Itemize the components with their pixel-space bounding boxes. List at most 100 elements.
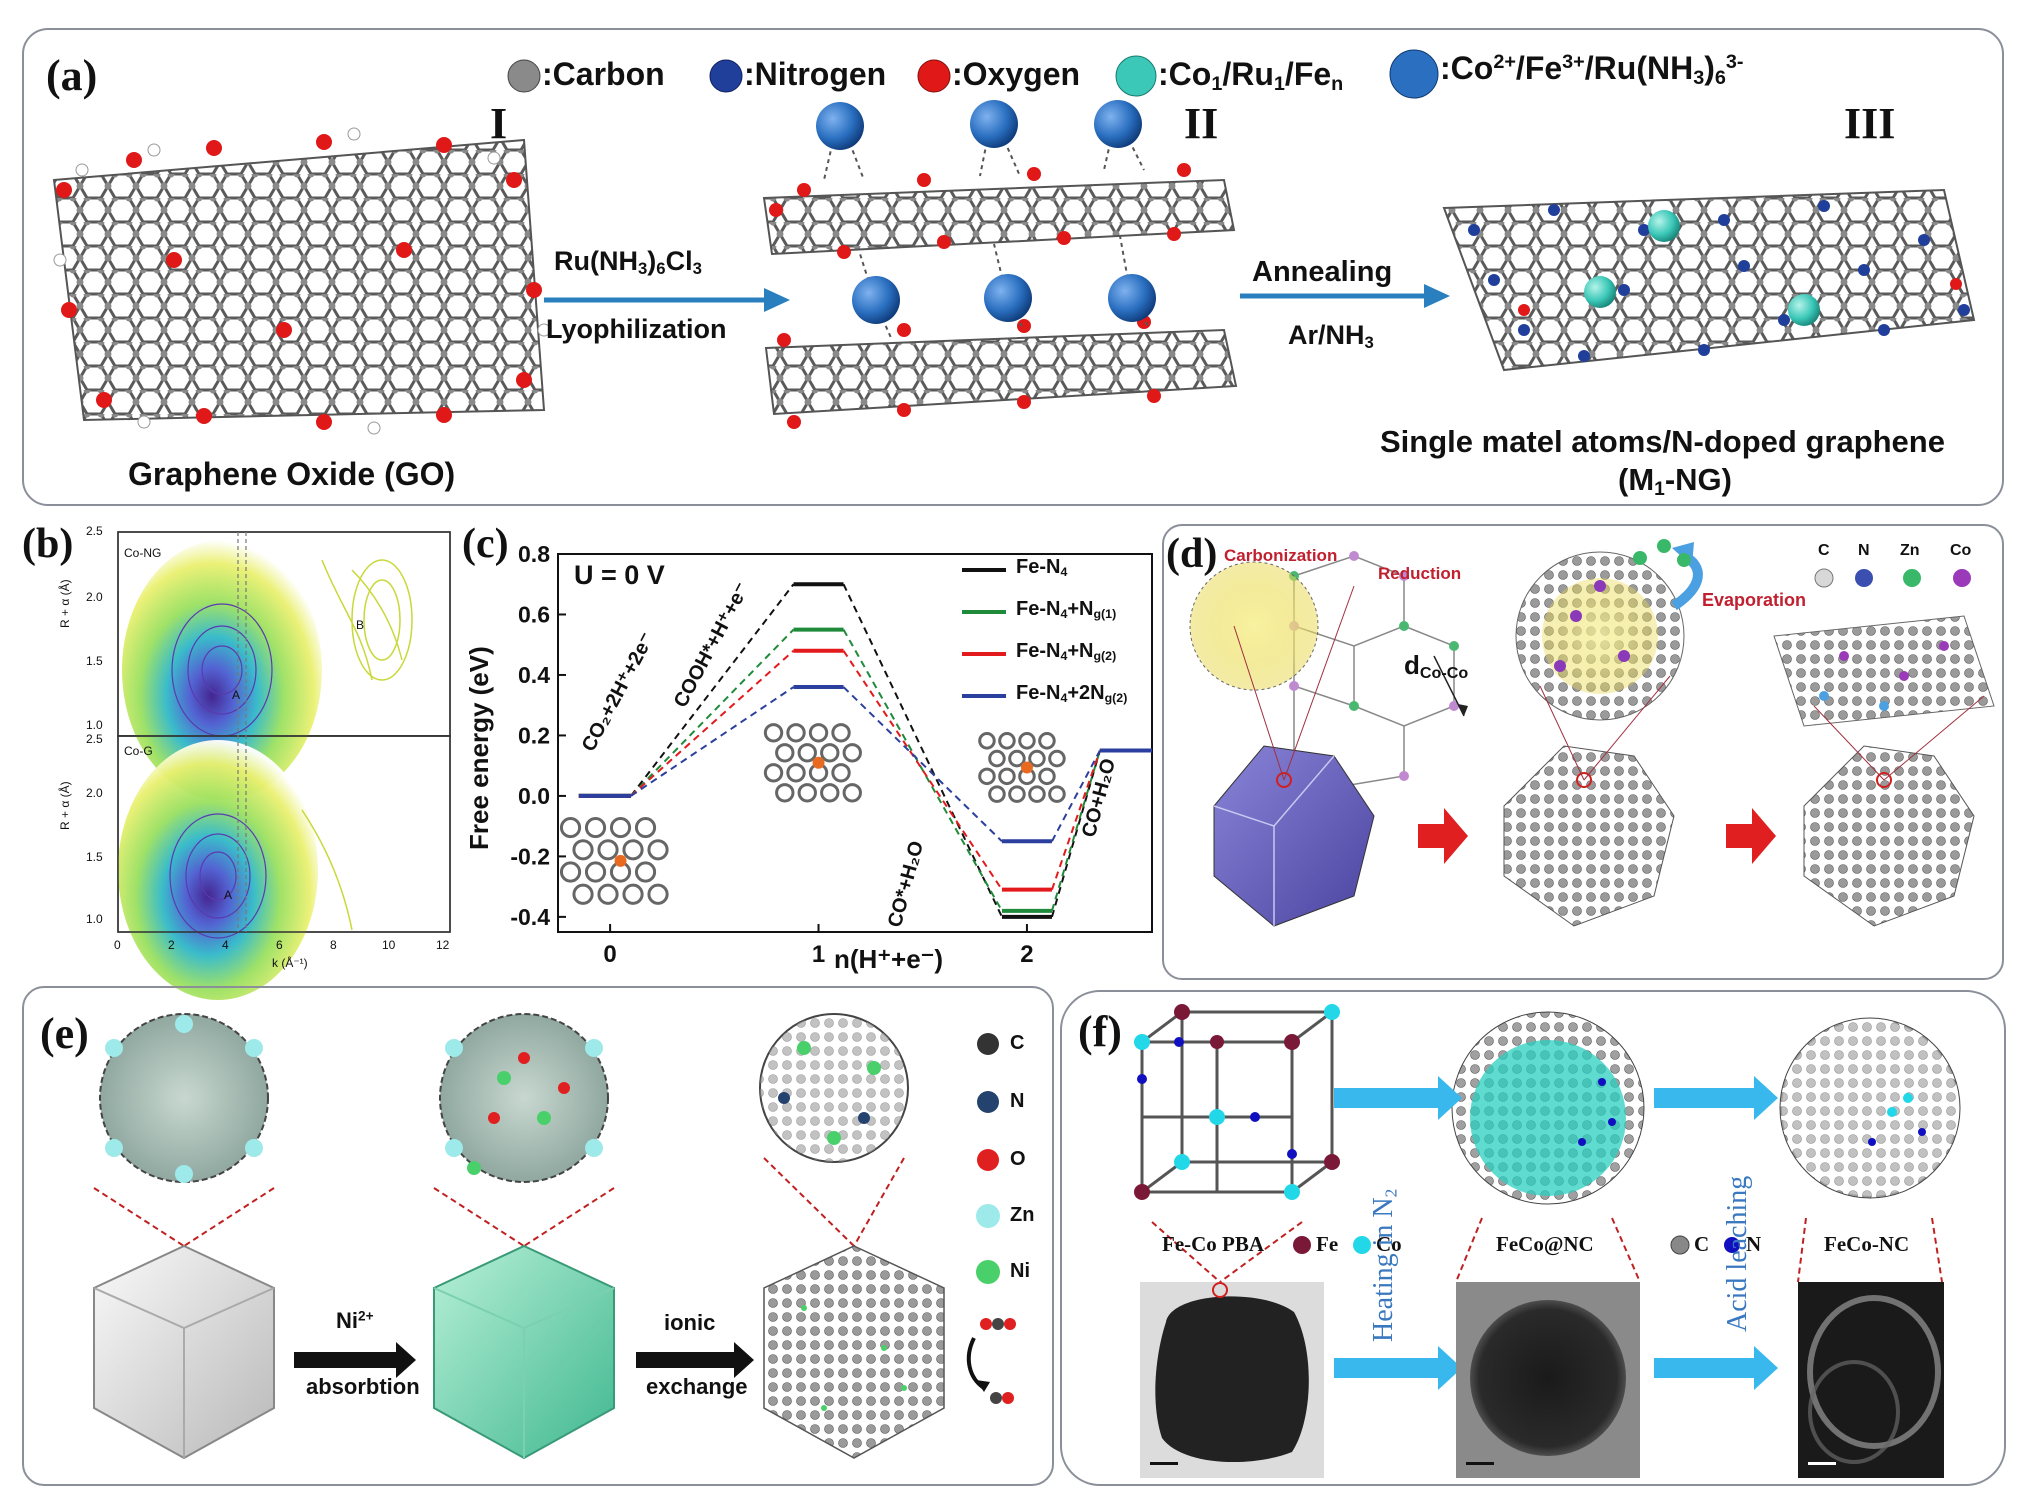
e-legend-n: N <box>1010 1090 1025 1112</box>
label-co-key: Co <box>1376 1232 1402 1256</box>
legend-line-0 <box>962 568 1006 572</box>
oxygen-swatch-icon <box>917 59 951 93</box>
connector-0-0 <box>630 583 795 797</box>
zif8-cage <box>99 1013 269 1183</box>
connector-3-1 <box>842 686 1003 842</box>
arrow-d-1-icon <box>1418 808 1468 864</box>
ytick-bottom-2: 1.5 <box>86 850 103 864</box>
contour-top <box>122 540 413 800</box>
arrow-f-1-icon <box>1334 1076 1462 1120</box>
connector-2-2 <box>1051 750 1101 890</box>
xtick-label-1: 1 <box>812 941 825 968</box>
label-fe-key: Fe <box>1316 1232 1339 1256</box>
ytick-top-0: 2.5 <box>86 524 103 538</box>
e-step2-bottom: exchange <box>646 1374 748 1399</box>
ytick-label-3: 0.2 <box>518 722 550 748</box>
prussian-blue-lattice <box>1134 1004 1340 1200</box>
ytick-top-1: 2.0 <box>86 590 103 604</box>
panel-e-illustration <box>93 1013 1016 1460</box>
d-legend-co: Co <box>1950 542 1972 559</box>
ytick-bottom-3: 1.0 <box>86 912 103 926</box>
ni-carbon-cage <box>759 1013 909 1163</box>
connector-0-1 <box>842 583 1003 918</box>
chart-ylabel: Free energy (eV) <box>464 646 494 850</box>
panel-d: (d) <box>1162 524 2004 980</box>
arrow-d-2-icon <box>1726 808 1776 864</box>
yaxis-label-top: R + α (Å) <box>58 579 72 628</box>
panel-f: (f) <box>1060 990 2006 1486</box>
plot-frame <box>557 553 1153 933</box>
legend-oxygen: :Oxygen <box>952 56 1081 92</box>
label-feco-at-nc: FeCo@NC <box>1496 1232 1594 1256</box>
intercalated-sheets <box>762 100 1238 429</box>
legend-entry-2: Fe-N4+Ng(2) <box>962 640 1162 672</box>
single-atom-sheet <box>1773 615 1995 727</box>
legend-line-1 <box>962 610 1006 614</box>
n-doped-graphene-sheet <box>1442 188 1976 372</box>
ytick-label-4: 0.0 <box>518 783 550 809</box>
structure-inset-cooh <box>763 723 862 803</box>
step2-process: Annealing <box>1252 256 1393 288</box>
co-key-icon <box>1353 1236 1371 1254</box>
single-metal-atoms <box>1584 210 1820 326</box>
legend-entry-3: Fe-N4+2Ng(2) <box>962 682 1162 714</box>
feco-nc-hollow <box>1779 1017 1961 1199</box>
panel-a-label: (a) <box>46 51 98 100</box>
chart-xlabel: n(H⁺+e⁻) <box>834 944 944 974</box>
caption-m1-ng-line2: (M1-NG) <box>1618 462 1732 500</box>
xtick-label-0: 0 <box>603 941 616 968</box>
label-carbonization: Carbonization <box>1224 546 1338 565</box>
panel-b: (b) <box>22 520 462 1000</box>
label-acid-leaching: Acid leaching <box>1722 1175 1753 1332</box>
tag-co-g: Co-G <box>124 744 153 758</box>
graphene-oxide-sheet <box>52 127 551 435</box>
c-key-icon <box>1670 1235 1690 1255</box>
peak-a-top: A <box>232 688 241 702</box>
e-step1-action: absorbtion <box>306 1374 420 1399</box>
panel-d-label: (d) <box>1166 531 1218 577</box>
ytick-bottom-0: 2.5 <box>86 732 103 746</box>
zif-lattice <box>1189 551 1468 787</box>
d-legend-zn: Zn <box>1900 542 1920 559</box>
tem-feco-at-nc <box>1456 1282 1640 1478</box>
arrow-e-1-icon <box>294 1342 416 1378</box>
e-legend-ni: Ni <box>1010 1260 1030 1282</box>
d-legend-c: C <box>1818 542 1830 559</box>
label-heating: Heating in N2 <box>1368 1188 1401 1342</box>
zif8-dodecahedron <box>93 1244 275 1460</box>
porous-polyhedron-1 <box>1503 675 1675 927</box>
peak-b-top: B <box>356 618 365 632</box>
porous-polyhedron-2 <box>1803 695 1985 927</box>
step2-atmosphere: Ar/NH3 <box>1288 320 1374 353</box>
arrow-e-2-icon <box>636 1342 754 1378</box>
xtick-5: 10 <box>382 938 396 952</box>
ytick-bottom-1: 2.0 <box>86 786 103 800</box>
e-legend-zn: Zn <box>1010 1204 1035 1226</box>
legend-nitrogen: :Nitrogen <box>744 56 887 92</box>
label-c-key: C <box>1694 1232 1710 1256</box>
ytick-top-3: 1.0 <box>86 718 103 732</box>
ni-nc-dodecahedron <box>763 1245 945 1459</box>
roman-two: II <box>1184 99 1219 148</box>
step1-reagent: Ru(NH3)6Cl3 <box>554 246 702 279</box>
label-reduction: Reduction <box>1378 564 1462 583</box>
legend-single-metal: :Co1/Ru1/Fen <box>1158 56 1344 95</box>
legend-carbon: :Carbon <box>542 56 665 92</box>
ion-swatch-icon <box>1389 49 1439 99</box>
e-legend-o: O <box>1010 1148 1026 1170</box>
label-fe-co-pba: Fe-Co PBA <box>1162 1232 1265 1256</box>
tem-pba <box>1140 1282 1324 1478</box>
xtick-0: 0 <box>114 938 121 952</box>
xaxis-label: k (Å⁻¹) <box>272 956 308 970</box>
arrow-f-4-icon <box>1654 1346 1778 1390</box>
xtick-1: 2 <box>168 938 175 952</box>
e-step2-top: ionic <box>664 1310 716 1335</box>
structure-inset-fe-n4 <box>559 816 669 905</box>
metal-ions <box>816 100 1156 324</box>
panel-d-legend-icons <box>1814 568 1971 588</box>
ytick-top-2: 1.5 <box>86 654 103 668</box>
tem-feco-nc <box>1798 1282 1944 1478</box>
connector-3-0 <box>630 686 795 797</box>
d-legend-n: N <box>1858 542 1870 559</box>
